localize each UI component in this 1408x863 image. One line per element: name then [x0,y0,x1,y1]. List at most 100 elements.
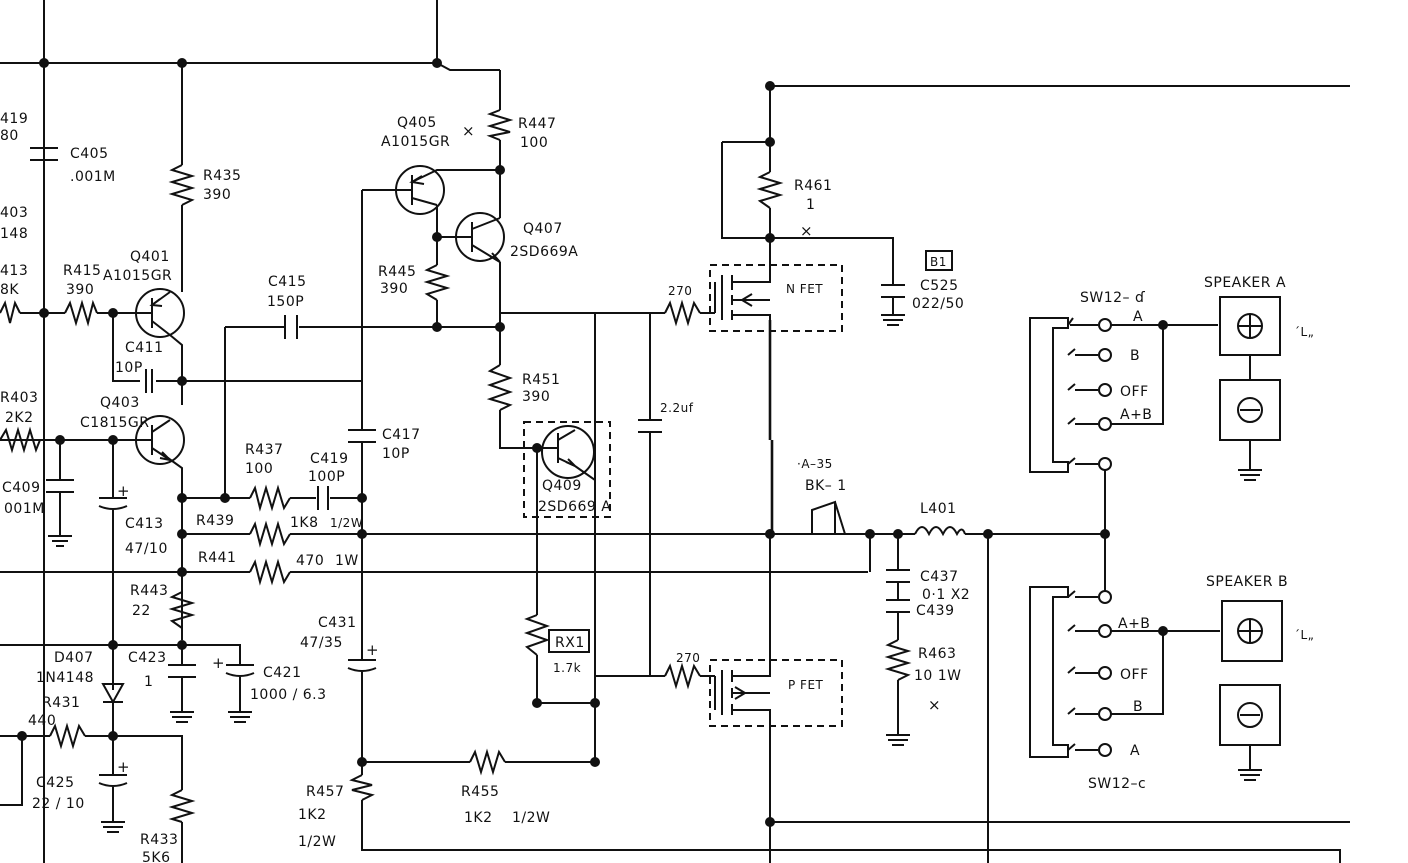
r403-value: 2K2 [5,410,34,426]
d403-label: 403 [0,205,28,221]
c411-symbol [145,369,153,393]
r431-symbol [49,722,86,750]
capacitors: + + + + [30,147,910,787]
q407-type: 2SD669A [510,244,578,260]
c431-symbol [347,659,377,672]
q403-label: Q403 [100,395,140,411]
fuse-label: ·A–35 [797,457,833,471]
r270a-symbol [664,299,701,327]
q409-symbol [530,425,595,479]
r439-label: R439 [196,513,234,529]
r433-value: 5K6 [142,850,171,863]
r403-symbol [0,426,41,454]
c437-value: 0·1 X2 [922,587,970,603]
c413-value: 47/10 [125,541,168,557]
r419-label: 419 [0,111,28,127]
r447-symbol [486,109,514,141]
q407-label: Q407 [523,221,563,237]
speaker-a-label: SPEAKER A [1204,275,1286,291]
q401-type: A1015GR [103,268,172,284]
r457-value: 1K2 [298,807,327,823]
svg-text:+: + [212,654,225,672]
r461-symbol [756,171,784,209]
resistors [0,109,912,823]
c437-label: C437 [920,569,959,585]
r441-symbol [249,558,291,586]
b1-box [925,250,953,271]
r447-label: R447 [518,116,556,132]
r443-label: R443 [130,583,168,599]
r415-value: 390 [66,282,94,298]
c405-label: C405 [70,146,109,162]
c413-label: C413 [125,516,164,532]
ground-icon [881,314,905,326]
r457-watt: 1/2W [298,834,336,850]
q401-symbol [135,288,185,338]
r435-value: 390 [203,187,231,203]
svg-text:+: + [117,482,130,500]
c423-symbol [168,664,196,678]
sw-a-pos-b: B [1130,348,1140,364]
r455-value: 1K2 [464,810,493,826]
r413-label: 413 [0,263,28,279]
r433-label: R433 [140,832,178,848]
q409-label: Q409 [542,478,582,494]
ground-icon [48,530,72,547]
x-mark-r463: × [928,696,941,714]
ground-icon [101,821,125,833]
c525-value: 022/50 [912,296,964,312]
r415-label: R415 [63,263,101,279]
svg-text:+: + [366,641,379,659]
sw-c-pos-ab: A+B [1118,616,1150,632]
d407-symbol [101,683,125,705]
cap-2-2uf-symbol [638,419,662,433]
c437-symbol [886,569,910,583]
q403-symbol [135,415,185,465]
ground-icon [1238,469,1262,481]
c525-label: C525 [920,278,959,294]
q401-label: Q401 [130,249,170,265]
r270a-label: 270 [668,284,692,298]
junction-dots [17,58,1168,827]
pfet-label: P FET [788,678,824,692]
q403-type: C1815GR [80,415,149,431]
r445-value: 390 [380,281,408,297]
q409-type: 2SD669 A [538,499,611,515]
r443-value: 22 [132,603,151,619]
ground-icon [1238,769,1262,781]
rx1-label: RX1 [555,635,585,651]
c413-symbol [98,497,128,510]
plus-icon [1238,619,1262,643]
r433-symbol [168,789,196,823]
sw12c-label: SW12–c [1088,776,1146,792]
r463-symbol [884,639,912,681]
c417-value: 10P [382,446,410,462]
speaker-terminals [1219,296,1283,746]
speaker-a-note: ´L„ [1294,325,1314,339]
c439-symbol [886,599,910,613]
r413-symbol [0,300,21,324]
speaker-b-label: SPEAKER B [1206,574,1288,590]
r445-symbol [423,264,451,301]
misc-parts [101,500,966,705]
c417-label: C417 [382,427,421,443]
r431-value: 440 [28,713,56,729]
r437-label: R437 [245,442,283,458]
c419-symbol [317,486,329,510]
r451-symbol [486,364,514,411]
r463-label: R463 [918,646,956,662]
x-mark-q405: × [462,122,475,140]
c405-value: .001M [70,169,116,185]
r270b-symbol [664,662,701,690]
r437-value: 100 [245,461,273,477]
fets [709,264,843,727]
r435-label: R435 [203,168,241,184]
r441-label: R441 [198,550,236,566]
r463-value: 10 1W [914,668,962,684]
r457-symbol [349,774,375,801]
l401-label: L401 [920,501,957,517]
wires [0,0,1350,863]
b1-label: B1 [930,255,947,269]
nfet-label: N FET [786,282,823,296]
l401-inductor-symbol [914,526,966,537]
